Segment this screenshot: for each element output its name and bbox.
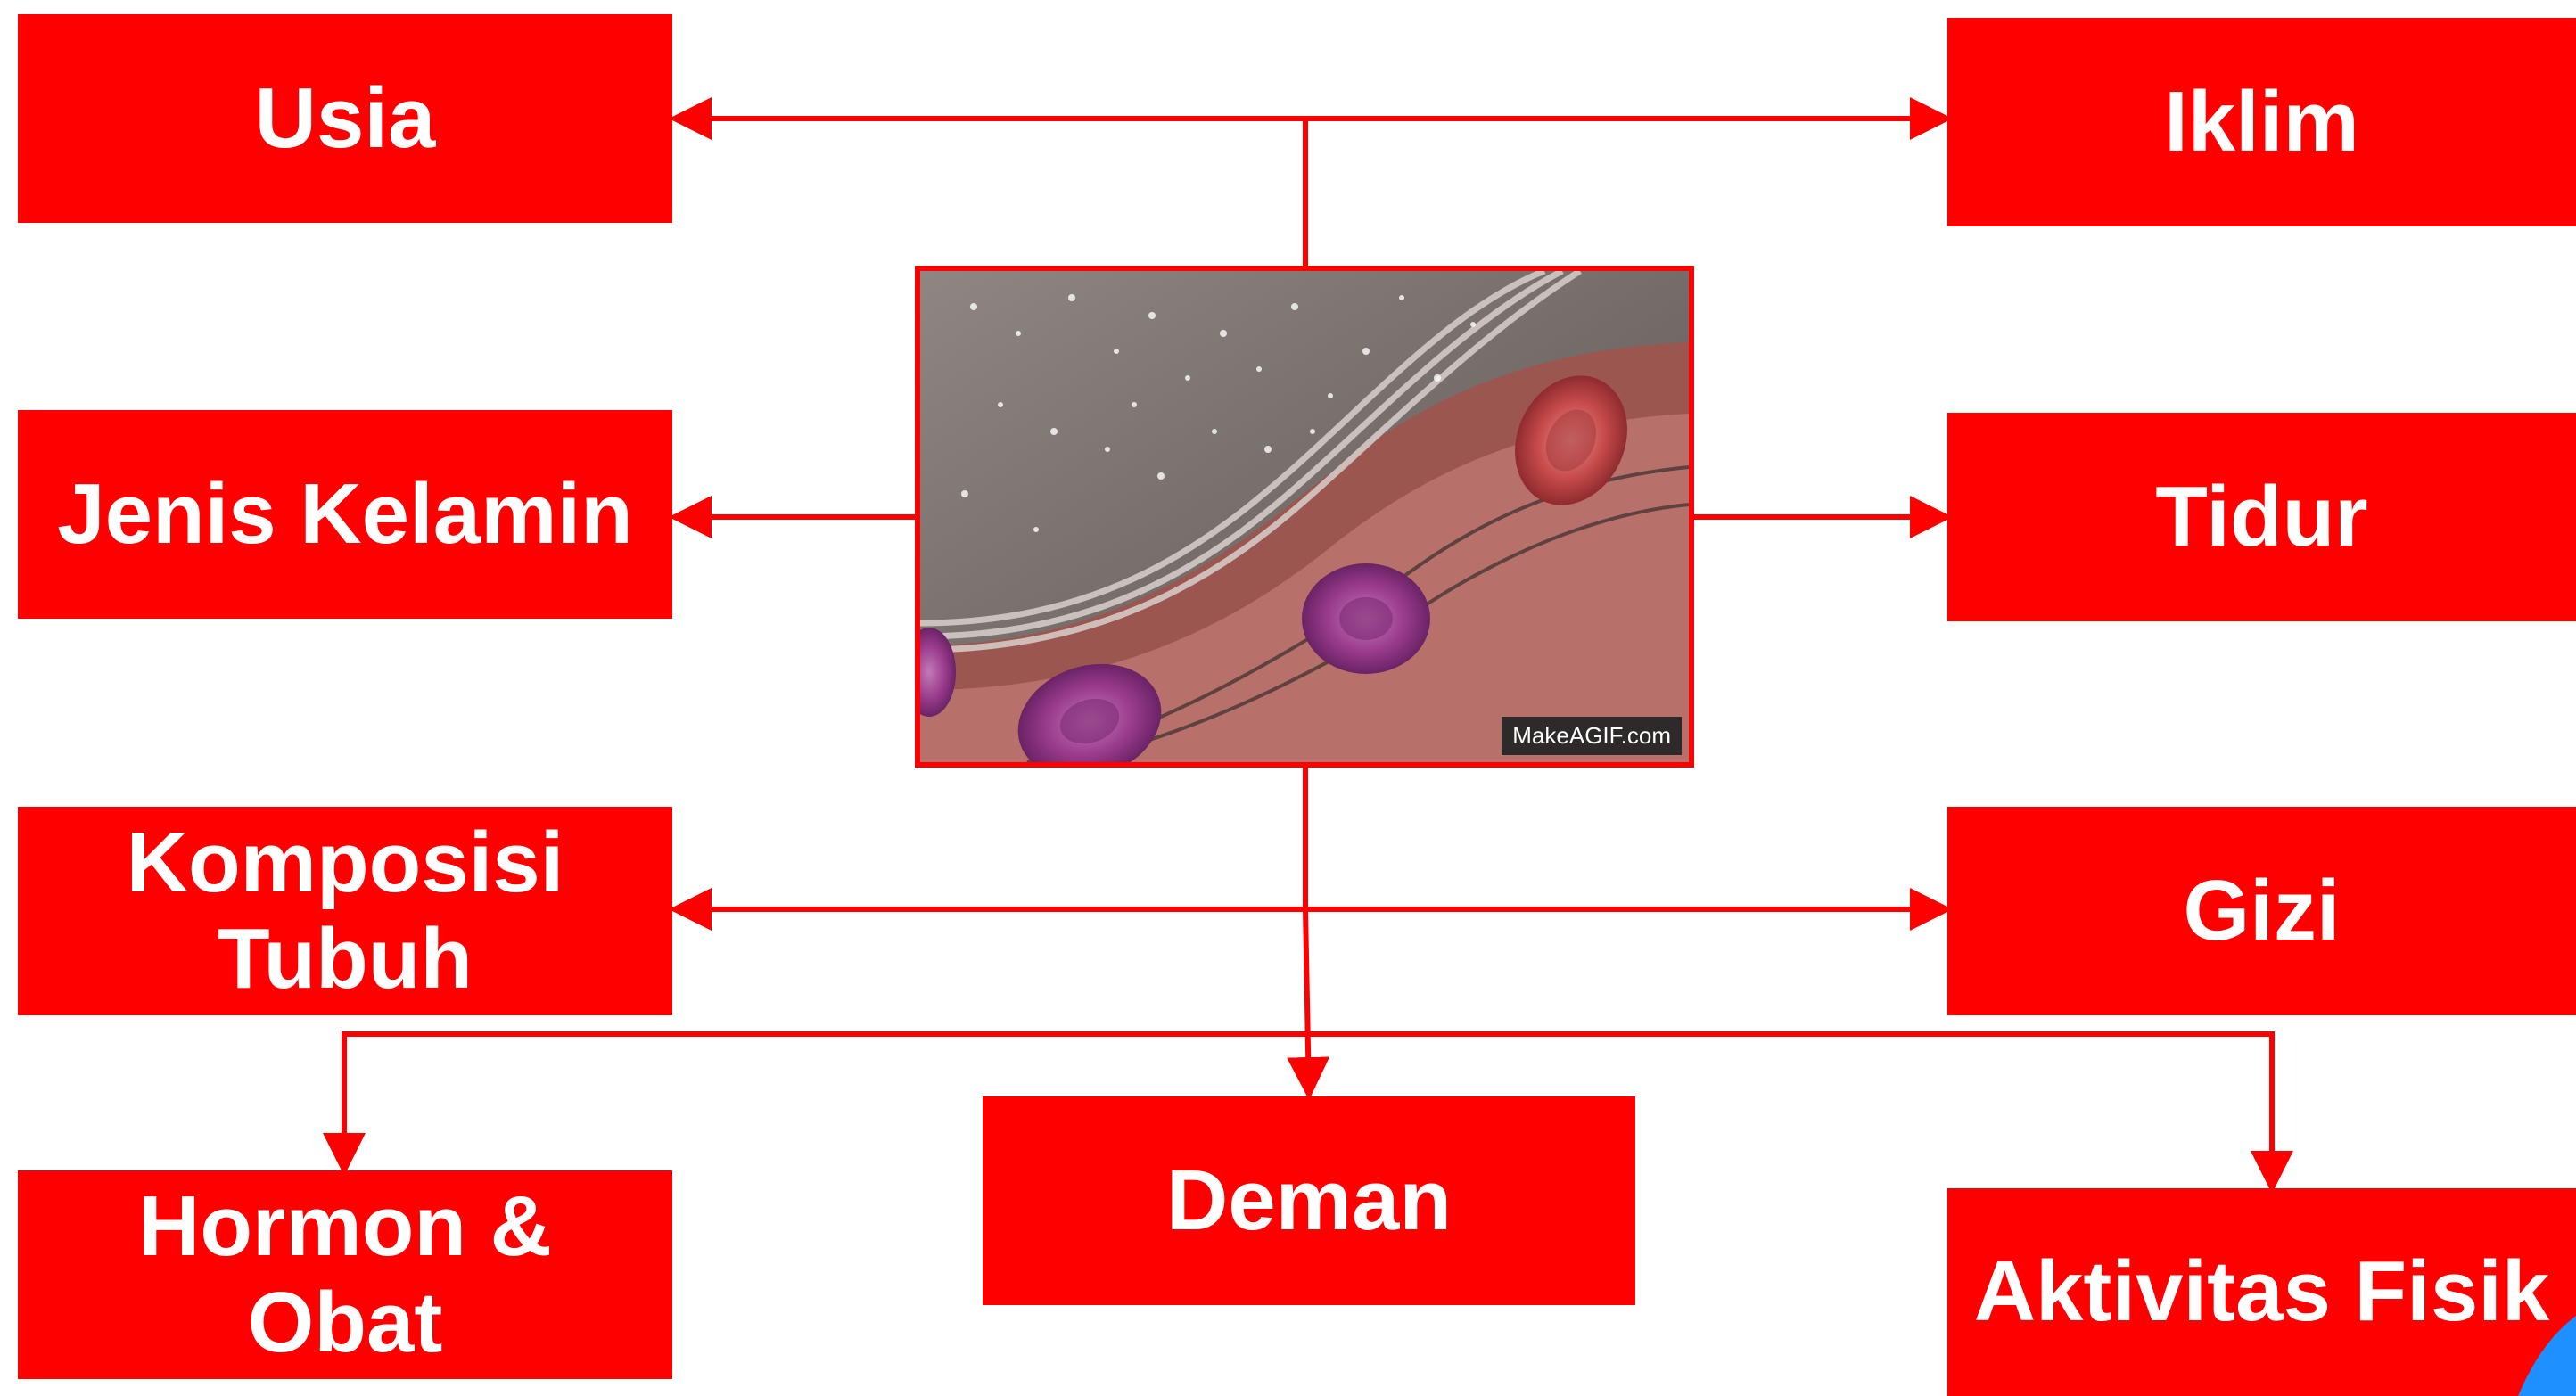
node-iklim: Iklim <box>1947 18 2576 226</box>
node-jenis-kelamin: Jenis Kelamin <box>18 410 672 619</box>
node-tidur: Tidur <box>1947 413 2576 621</box>
node-usia-label: Usia <box>255 70 436 167</box>
node-aktivitas-fisik-label: Aktivitas Fisik <box>1974 1244 2550 1340</box>
watermark: MakeAGIF.com <box>1502 717 1682 755</box>
node-deman-label: Deman <box>1166 1153 1452 1249</box>
blood-vessel-illustration: MakeAGIF.com <box>915 266 1694 768</box>
node-jenis-kelamin-label: Jenis Kelamin <box>57 466 633 563</box>
node-komposisi-tubuh: Komposisi Tubuh <box>18 807 672 1015</box>
node-hormon-obat: Hormon & Obat <box>18 1170 672 1379</box>
blood-vessel-drawing <box>920 271 1689 762</box>
node-gizi-label: Gizi <box>2183 863 2340 959</box>
node-usia: Usia <box>18 14 672 223</box>
node-aktivitas-fisik: Aktivitas Fisik <box>1947 1188 2576 1396</box>
connector-to-deman <box>1305 909 1309 1095</box>
node-tidur-label: Tidur <box>2155 469 2367 565</box>
node-hormon-obat-label: Hormon & Obat <box>36 1178 654 1372</box>
node-iklim-label: Iklim <box>2164 74 2359 170</box>
corner-accent-shape <box>2496 1316 2576 1396</box>
node-gizi: Gizi <box>1947 807 2576 1015</box>
node-deman: Deman <box>983 1096 1635 1305</box>
node-komposisi-tubuh-label: Komposisi Tubuh <box>36 815 654 1008</box>
